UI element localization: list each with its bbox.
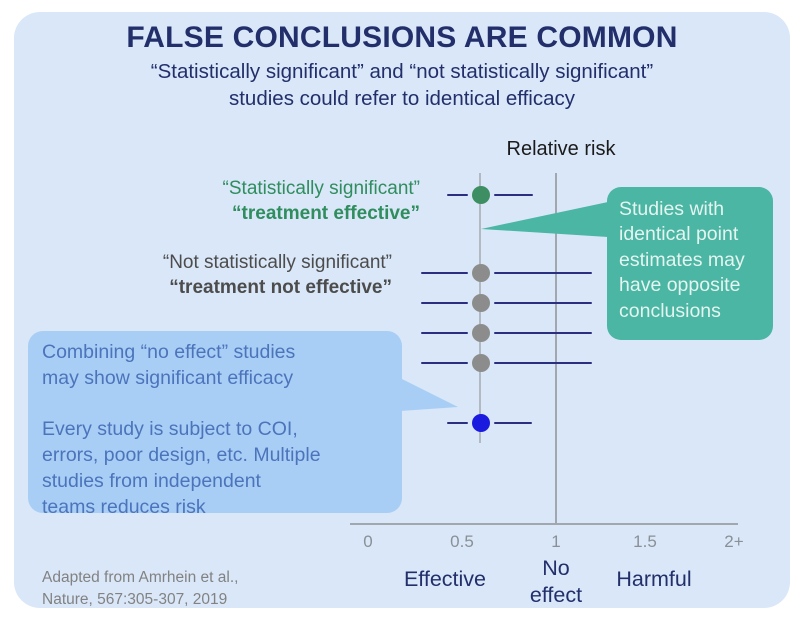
- teal-callout-line: have opposite: [619, 274, 741, 297]
- blue-callout-line: errors, poor design, etc. Multiple: [42, 444, 321, 467]
- teal-callout: Studies with identical point estimates m…: [607, 187, 773, 340]
- confidence-interval-segment: [493, 271, 592, 275]
- attribution-line-1: Adapted from Amrhein et al.,: [42, 569, 239, 586]
- blue-callout: Combining “no effect” studies may show s…: [28, 331, 402, 518]
- not-significant-label-line-2: “treatment not effective”: [169, 277, 392, 298]
- region-label-effective: Effective: [403, 567, 487, 591]
- axis-tick-label: 1: [551, 532, 561, 551]
- point-estimate-dot: [471, 294, 490, 312]
- blue-callout-paragraph-2: Every study is subject to COI, errors, p…: [42, 417, 402, 520]
- point-estimate-dot: [471, 264, 490, 282]
- no-effect-reference-line: [555, 173, 557, 524]
- teal-callout-line: identical point: [619, 223, 739, 246]
- attribution: Adapted from Amrhein et al., Nature, 567…: [42, 567, 238, 610]
- region-label-harmful: Harmful: [616, 567, 692, 591]
- axis-tick-label: 0: [363, 532, 373, 551]
- subtitle-line-1: “Statistically significant” and “not sta…: [150, 60, 654, 83]
- teal-callout-line: conclusions: [619, 299, 721, 322]
- significant-row-label: “Statistically significant” “treatment e…: [120, 176, 420, 226]
- axis-tick-label: 1.5: [633, 532, 657, 551]
- point-estimate-dot: [471, 324, 490, 342]
- teal-callout-line: estimates may: [619, 248, 745, 271]
- confidence-interval-segment: [493, 301, 592, 305]
- confidence-interval-segment: [493, 331, 592, 335]
- axis-tick-label: 0.5: [450, 532, 474, 551]
- point-estimate-dot: [471, 414, 490, 432]
- confidence-interval-segment: [493, 193, 534, 197]
- confidence-interval-segment: [493, 421, 532, 425]
- x-axis-line: [350, 523, 738, 525]
- blue-callout-line: may show significant efficacy: [42, 366, 294, 389]
- no-effect-line-2: effect: [529, 583, 583, 607]
- significant-label-line-1: “Statistically significant”: [222, 178, 420, 199]
- confidence-interval-segment: [420, 301, 468, 305]
- blue-callout-line: teams reduces risk: [42, 495, 206, 518]
- relative-risk-axis-title: Relative risk: [506, 138, 616, 160]
- confidence-interval-segment: [420, 361, 468, 365]
- figure-subtitle: “Statistically significant” and “not sta…: [14, 58, 790, 112]
- blue-callout-line: Every study is subject to COI,: [42, 418, 298, 441]
- subtitle-line-2: studies could refer to identical efficac…: [228, 87, 576, 110]
- blue-callout-paragraph-1: Combining “no effect” studies may show s…: [42, 340, 402, 392]
- confidence-interval-segment: [420, 271, 468, 275]
- confidence-interval-segment: [446, 421, 468, 425]
- confidence-interval-segment: [420, 331, 468, 335]
- blue-callout-line: studies from independent: [42, 469, 261, 492]
- region-label-no-effect: No effect: [506, 555, 606, 609]
- significant-label-line-2: “treatment effective”: [232, 203, 420, 224]
- figure-title: FALSE CONCLUSIONS ARE COMMON: [126, 21, 678, 54]
- confidence-interval-segment: [493, 361, 592, 365]
- axis-tick-label: 2+: [724, 532, 744, 551]
- not-significant-label-line-1: “Not statistically significant”: [162, 252, 392, 273]
- no-effect-line-1: No: [542, 556, 570, 580]
- confidence-interval-segment: [446, 193, 468, 197]
- point-estimate-dot: [471, 354, 490, 372]
- blue-callout-line: Combining “no effect” studies: [42, 341, 296, 363]
- not-significant-row-label: “Not statistically significant” “treatme…: [58, 250, 392, 300]
- teal-callout-line: Studies with: [619, 198, 725, 220]
- attribution-line-2: Nature, 567:305-307, 2019: [42, 590, 228, 608]
- point-estimate-dot: [471, 186, 490, 204]
